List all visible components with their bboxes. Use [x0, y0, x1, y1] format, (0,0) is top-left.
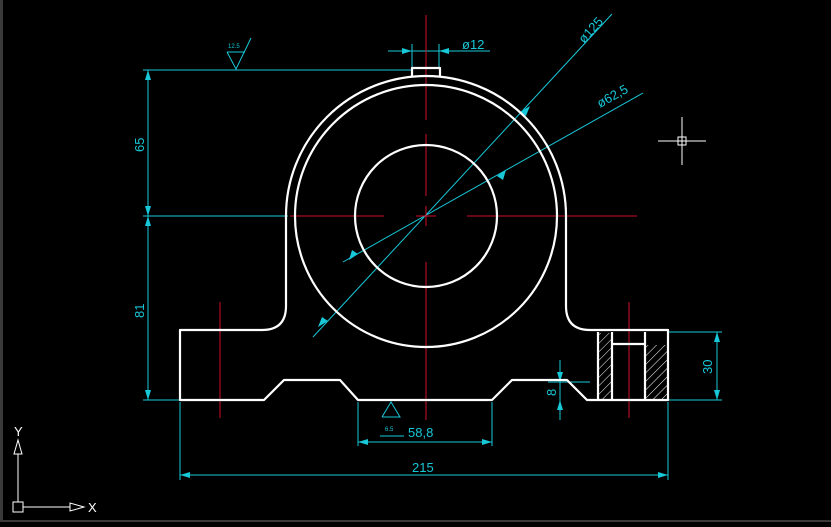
dim-text-d125: ø125 [575, 14, 606, 46]
dim-text-30: 30 [700, 360, 715, 374]
ucs-axis-icon [12, 438, 86, 513]
section-hatch [646, 345, 667, 399]
dim-text-81: 81 [132, 304, 147, 318]
section-hatch [599, 333, 611, 399]
dim-text-d12: ø12 [462, 37, 484, 52]
ucs-x-arrow-icon [69, 502, 86, 512]
dim-text-215: 215 [412, 460, 434, 475]
arrowhead [145, 390, 151, 400]
oil-hole-notch [410, 66, 442, 76]
arrowhead [318, 317, 328, 327]
inner-bore-d625 [353, 143, 499, 289]
ucs-origin-box [12, 501, 24, 513]
dim-text-8: 8 [544, 389, 559, 396]
roughness-symbol-bottom [381, 401, 401, 418]
arrowhead [658, 472, 668, 478]
dim-text-65: 65 [132, 138, 147, 152]
arrowhead [180, 472, 190, 478]
dim-text-d625: ø62,5 [594, 81, 630, 110]
arrowhead [358, 439, 368, 445]
arrowhead [439, 48, 449, 54]
ucs-x-label: X [88, 500, 97, 515]
leader-d125 [312, 13, 613, 338]
arrowhead [402, 48, 412, 54]
arrowhead [557, 400, 563, 410]
outer-ring-d125 [293, 83, 559, 349]
crosshair-pickbox-icon [658, 117, 706, 165]
arrowhead [349, 250, 358, 260]
arrowhead [145, 70, 151, 80]
leader-d625 [342, 92, 644, 263]
arrowhead [714, 390, 720, 400]
arrowhead [497, 170, 506, 180]
housing-outline [178, 74, 670, 402]
ucs-y-label: Y [14, 424, 23, 439]
roughness-value-bottom: 6.5 [385, 427, 394, 433]
arrowhead [714, 332, 720, 342]
roughness-value-top: 12.5 [228, 44, 240, 50]
dim-text-588: 58,8 [408, 425, 433, 440]
ucs-y-arrow-icon [13, 438, 23, 455]
arrowhead [145, 216, 151, 226]
roughness-symbol-top [226, 37, 252, 71]
arrowhead [482, 439, 492, 445]
arrowhead [145, 206, 151, 216]
arrowhead [557, 372, 563, 382]
